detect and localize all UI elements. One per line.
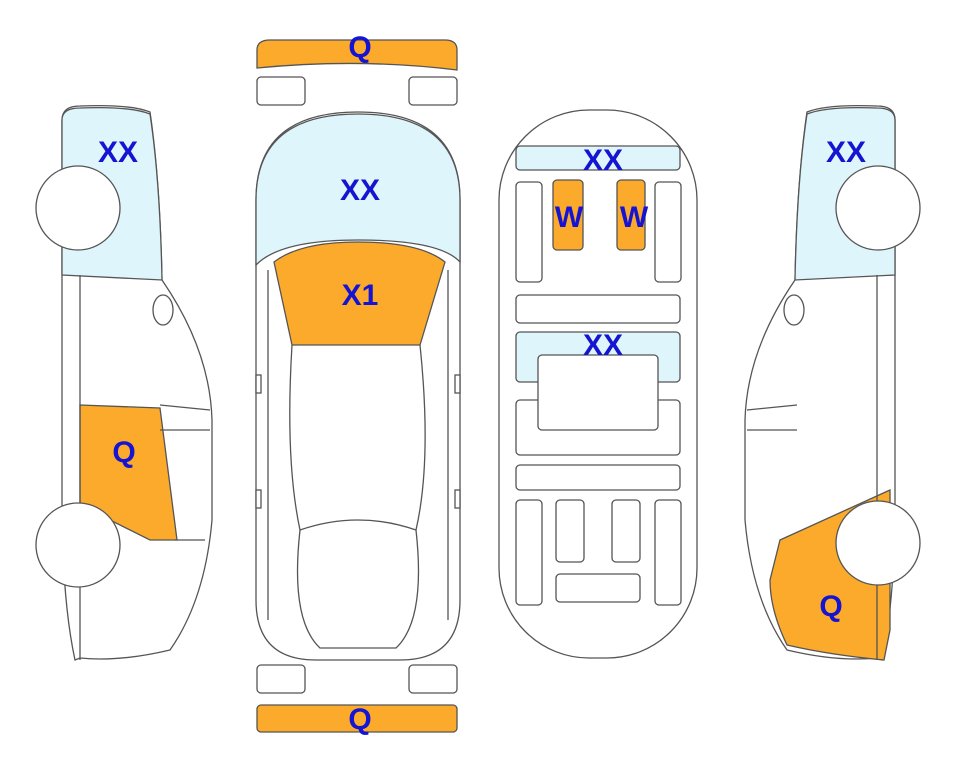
right-front-wheel [835, 165, 921, 251]
interior-dash-label: XX [583, 144, 623, 177]
left-front-wheel [35, 165, 121, 251]
rear-bumper-label: Q [348, 703, 371, 736]
left-door-label: Q [112, 436, 135, 469]
front-right-light [408, 76, 458, 106]
rear-bumper-panel[interactable] [256, 704, 458, 733]
left-window-label: XX [98, 136, 138, 169]
seat-right-panel[interactable] [616, 179, 646, 251]
right-side-car [744, 104, 921, 661]
seat-right-label: W [620, 201, 649, 234]
interior-dash-panel[interactable] [515, 145, 681, 171]
left-mirror [255, 374, 262, 394]
seat-left-label: W [555, 201, 584, 234]
left-side-car [35, 104, 213, 661]
rear-left-light [256, 664, 306, 694]
windshield-panel[interactable] [255, 113, 461, 267]
seat-left-panel[interactable] [552, 179, 584, 251]
right-mirror [454, 374, 461, 394]
front-bumper-label: Q [348, 31, 371, 64]
hood-label: X1 [342, 279, 379, 312]
top-view-car [255, 111, 461, 661]
right-rear-label: Q [819, 590, 842, 623]
front-bumper-panel[interactable] [256, 39, 458, 71]
hood-panel[interactable] [273, 241, 446, 346]
right-window-label: XX [826, 136, 866, 169]
windshield-label: XX [340, 174, 380, 207]
rear-right-light [408, 664, 458, 694]
interior-rear-label: XX [583, 329, 623, 362]
interior-view [498, 109, 698, 659]
left-rear-wheel [35, 502, 121, 588]
front-left-light [256, 76, 306, 106]
right-rear-wheel [835, 500, 921, 586]
